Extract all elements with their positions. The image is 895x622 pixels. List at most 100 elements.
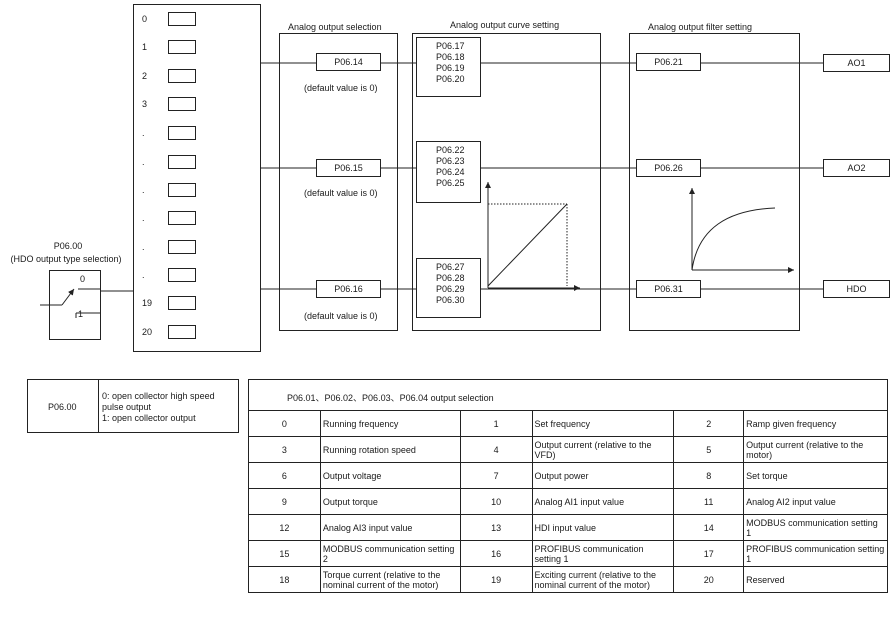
- legend-divider: [98, 380, 99, 432]
- analog-output-filter-frame: [629, 33, 800, 331]
- selector-index: 0: [142, 14, 148, 24]
- analog-output-selection-frame: [279, 33, 398, 331]
- hdo-switch-pos0: 0: [80, 274, 86, 284]
- table-cell-desc: MODBUS communication setting 2: [319, 540, 461, 567]
- output-ao1: AO1: [823, 54, 890, 72]
- table-cell-code: 13: [459, 514, 533, 541]
- table-cell-desc: Ramp given frequency: [743, 410, 888, 437]
- analog-output-curve-title: Analog output curve setting: [450, 20, 560, 30]
- default-note-hdo: (default value is 0): [304, 311, 378, 321]
- curve-param: P06.30: [436, 295, 465, 305]
- table-cell-desc: Output current (relative to the motor): [743, 436, 888, 463]
- table-cell-code: 7: [459, 462, 533, 489]
- filter-param-ao1: P06.21: [636, 53, 701, 71]
- table-cell-desc: Output torque: [319, 488, 461, 515]
- curve-param: P06.22: [436, 145, 465, 155]
- selector-index: .: [142, 270, 145, 280]
- table-cell-code: 19: [459, 566, 533, 593]
- hdo-switch-pos1: 1: [78, 309, 84, 319]
- legend-line: 1: open collector output: [102, 413, 196, 423]
- selector-index: .: [142, 157, 145, 167]
- table-cell-code: 3: [248, 436, 321, 463]
- table-cell-code: 16: [459, 540, 533, 567]
- analog-output-curve-frame: [412, 33, 601, 331]
- table-cell-code: 14: [673, 514, 745, 541]
- selector-slot: [168, 69, 196, 83]
- selector-slot: [168, 183, 196, 197]
- table-cell-desc: PROFIBUS communication setting 1: [531, 540, 675, 567]
- selector-slot: [168, 155, 196, 169]
- table-cell-code: 6: [248, 462, 321, 489]
- table-cell-code: 4: [459, 436, 533, 463]
- selector-index: 3: [142, 99, 148, 109]
- table-cell-desc: Analog AI3 input value: [319, 514, 461, 541]
- selector-index: 1: [142, 42, 148, 52]
- selector-slot: [168, 296, 196, 310]
- table-cell-desc: MODBUS communication setting 1: [743, 514, 888, 541]
- table-cell-desc: Set torque: [743, 462, 888, 489]
- curve-param: P06.20: [436, 74, 465, 84]
- selector-index: .: [142, 185, 145, 195]
- hdo-type-legend: P06.00 0: open collector high speed puls…: [27, 379, 239, 433]
- curve-param: P06.18: [436, 52, 465, 62]
- select-param-ao2: P06.15: [316, 159, 381, 177]
- selection-table-header: P06.01、P06.02、P06.03、P06.04 output selec…: [248, 379, 888, 411]
- selector-slot: [168, 211, 196, 225]
- selector-slot: [168, 40, 196, 54]
- selector-slot: [168, 325, 196, 339]
- hdo-param-label: P06.00: [53, 241, 83, 251]
- curve-param: P06.23: [436, 156, 465, 166]
- table-cell-code: 12: [248, 514, 321, 541]
- table-cell-code: 10: [459, 488, 533, 515]
- table-cell-code: 17: [673, 540, 745, 567]
- default-note-ao2: (default value is 0): [304, 188, 378, 198]
- table-cell-desc: Output current (relative to the VFD): [531, 436, 675, 463]
- selector-slot: [168, 12, 196, 26]
- table-cell-desc: PROFIBUS communication setting 1: [743, 540, 888, 567]
- filter-param-ao2: P06.26: [636, 159, 701, 177]
- table-cell-desc: Running rotation speed: [319, 436, 461, 463]
- curve-params-ao1: P06.17 P06.18 P06.19 P06.20: [416, 37, 481, 97]
- selector-index: .: [142, 242, 145, 252]
- legend-line: 0: open collector high speed: [102, 391, 215, 401]
- filter-param-hdo: P06.31: [636, 280, 701, 298]
- table-cell-desc: Reserved: [743, 566, 888, 593]
- curve-param: P06.25: [436, 178, 465, 188]
- table-cell-desc: Torque current (relative to the nominal …: [319, 566, 461, 593]
- selector-index: 20: [142, 327, 153, 337]
- curve-param: P06.24: [436, 167, 465, 177]
- default-note-ao1: (default value is 0): [304, 83, 378, 93]
- analog-output-filter-title: Analog output filter setting: [648, 22, 753, 32]
- hdo-param-desc: (HDO output type selection): [10, 254, 122, 264]
- table-cell-desc: Analog AI1 input value: [531, 488, 675, 515]
- selector-index: .: [142, 128, 145, 138]
- curve-param: P06.29: [436, 284, 465, 294]
- table-cell-desc: Running frequency: [319, 410, 461, 437]
- table-cell-code: 2: [673, 410, 745, 437]
- selector-slot: [168, 240, 196, 254]
- output-selector-panel: [133, 4, 261, 352]
- table-cell-desc: Output power: [531, 462, 675, 489]
- table-cell-code: 1: [459, 410, 533, 437]
- selector-index: .: [142, 213, 145, 223]
- hdo-switch-box: [49, 270, 101, 340]
- curve-param: P06.19: [436, 63, 465, 73]
- output-hdo: HDO: [823, 280, 890, 298]
- selector-slot: [168, 97, 196, 111]
- table-cell-desc: Set frequency: [531, 410, 675, 437]
- curve-param: P06.28: [436, 273, 465, 283]
- curve-params-hdo: P06.27 P06.28 P06.29 P06.30: [416, 258, 481, 318]
- curve-param: P06.17: [436, 41, 465, 51]
- table-cell-code: 5: [673, 436, 745, 463]
- analog-output-selection-title: Analog output selection: [288, 22, 382, 32]
- table-cell-code: 11: [673, 488, 745, 515]
- table-cell-code: 18: [248, 566, 321, 593]
- table-cell-desc: HDI input value: [531, 514, 675, 541]
- table-cell-code: 0: [248, 410, 321, 437]
